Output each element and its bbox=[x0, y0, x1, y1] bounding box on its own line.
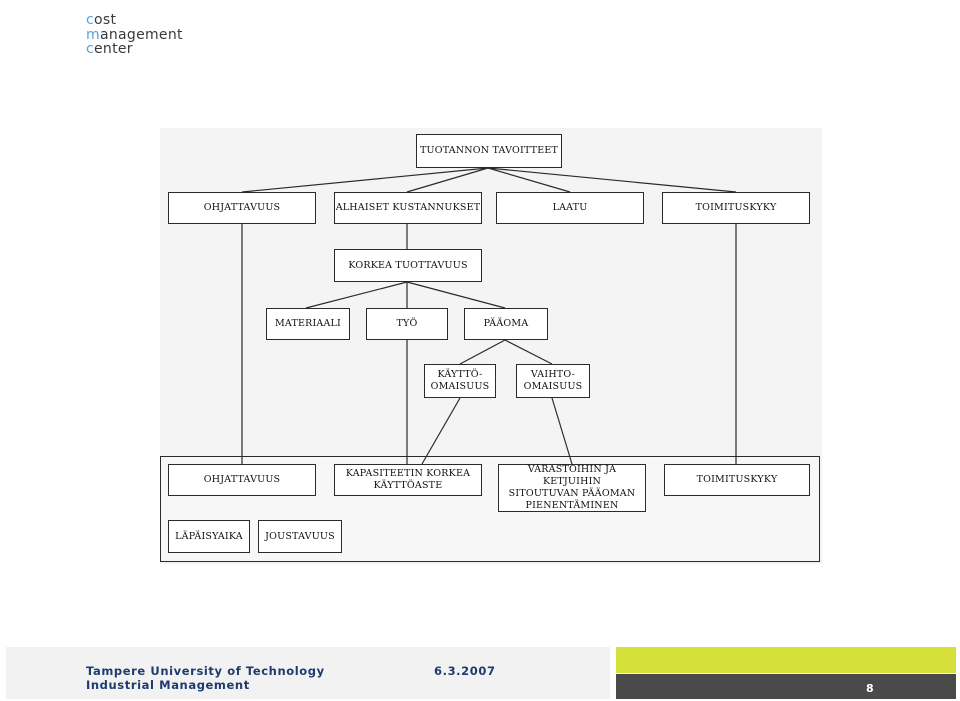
connector-paaoma-vaihto bbox=[504, 339, 553, 365]
node-kayttoomaisuus: KÄYTTÖ- OMAISUUS bbox=[424, 364, 496, 398]
node-joustavuus: JOUSTAVUUS bbox=[258, 520, 342, 553]
connector-korkea-paaoma bbox=[406, 281, 506, 309]
footer-page-bar bbox=[616, 674, 956, 699]
node-varastot-paaoma: VARASTOIHIN JA KETJUIHIN SITOUTUVAN PÄÄO… bbox=[498, 464, 646, 512]
logo-line-center: center bbox=[86, 41, 133, 57]
connector-paaoma-kaytto bbox=[459, 339, 506, 365]
node-tyo: TYÖ bbox=[366, 308, 448, 340]
connector-kaytto-kapasiteetti bbox=[421, 397, 461, 465]
node-bottom-toimituskyky: TOIMITUSKYKY bbox=[664, 464, 810, 496]
node-vaihto-omaisuus: VAIHTO- OMAISUUS bbox=[516, 364, 590, 398]
footer-date: 6.3.2007 bbox=[434, 664, 496, 678]
node-paaoma: PÄÄOMA bbox=[464, 308, 548, 340]
cost-management-center-logo: cost management center bbox=[86, 13, 183, 57]
connector-root-laatu bbox=[487, 167, 571, 193]
node-kapasiteetin-kayttoaste: KAPASITEETIN KORKEA KÄYTTÖASTE bbox=[334, 464, 482, 496]
page-number: 8 bbox=[866, 682, 874, 695]
footer-department: Industrial Management bbox=[86, 678, 250, 692]
logo-line-cost: cost bbox=[86, 12, 117, 28]
node-alhaiset-kustannukset: ALHAISET KUSTANNUKSET bbox=[334, 192, 482, 224]
production-goals-diagram: TUOTANNON TAVOITTEET OHJATTAVUUS ALHAISE… bbox=[160, 128, 822, 564]
node-bottom-ohjattavuus: OHJATTAVUUS bbox=[168, 464, 316, 496]
connector-lines bbox=[241, 167, 737, 465]
footer-university: Tampere University of Technology bbox=[86, 664, 325, 678]
footer-panel bbox=[6, 647, 610, 699]
connector-root-ohjattavuus bbox=[241, 167, 489, 193]
connector-korkea-materiaali bbox=[305, 281, 408, 309]
node-ohjattavuus: OHJATTAVUUS bbox=[168, 192, 316, 224]
connector-root-toimituskyky bbox=[487, 167, 737, 193]
node-laatu: LAATU bbox=[496, 192, 644, 224]
connector-root-alhaiset bbox=[406, 167, 489, 193]
logo-line-management: management bbox=[86, 26, 183, 43]
node-korkea-tuottavuus: KORKEA TUOTTAVUUS bbox=[334, 249, 482, 282]
node-toimituskyky: TOIMITUSKYKY bbox=[662, 192, 810, 224]
node-lapaisyaika: LÄPÄISYAIKA bbox=[168, 520, 250, 553]
footer-accent-bar bbox=[616, 647, 956, 673]
node-tuotannon-tavoitteet: TUOTANNON TAVOITTEET bbox=[416, 134, 562, 168]
connector-vaihto-varastot bbox=[551, 397, 573, 465]
node-materiaali: MATERIAALI bbox=[266, 308, 350, 340]
